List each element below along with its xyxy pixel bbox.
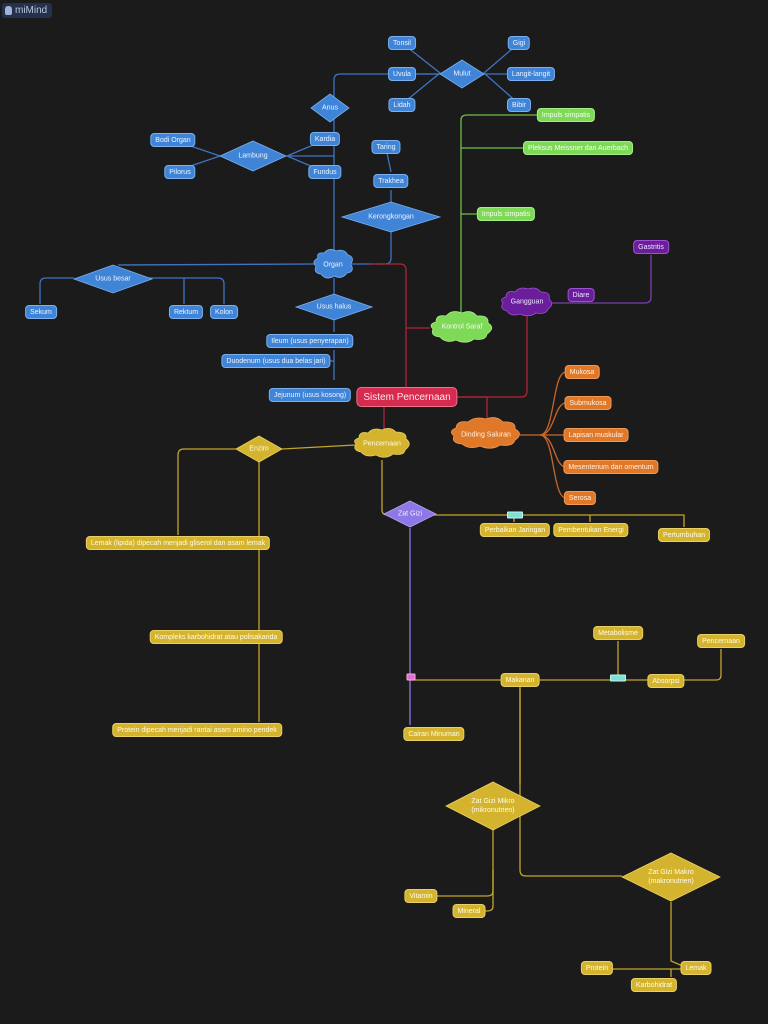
diamond-mikro[interactable] <box>445 781 541 831</box>
node-bodi-organ[interactable]: Bodi Organ <box>150 133 196 147</box>
node-uvula[interactable]: Uvula <box>388 67 416 81</box>
node-absorpsi[interactable]: Absorpsi <box>647 674 685 688</box>
node-diare[interactable]: Diare <box>567 288 595 302</box>
diamond-makro[interactable] <box>621 852 721 902</box>
node-bibir[interactable]: Bibir <box>506 98 532 112</box>
diamond-mulut[interactable] <box>439 59 485 89</box>
node-kolon[interactable]: Kolon <box>210 305 238 319</box>
node-langit-langit[interactable]: Langit-langit <box>506 67 556 81</box>
node-taring[interactable]: Taring <box>371 140 401 154</box>
node-ileum[interactable]: Ileum (usus penyerapan) <box>266 334 354 348</box>
node-mineral[interactable]: Mineral <box>452 904 486 918</box>
node-jejunum[interactable]: Jejunum (usus kosong) <box>268 388 352 402</box>
link-marker-zat-gizi[interactable] <box>507 511 523 519</box>
node-pilorus[interactable]: Pilorus <box>164 165 196 179</box>
node-kardia[interactable]: Kardia <box>309 132 341 146</box>
node-makanan[interactable]: Makanan <box>500 673 540 687</box>
node-submukosa[interactable]: Submukosa <box>564 396 612 410</box>
node-metabolisme[interactable]: Metabolisme <box>593 626 643 640</box>
node-cairan-minuman[interactable]: Cairan Minuman <box>403 727 465 741</box>
mimind-logo-icon <box>5 6 12 15</box>
node-mukosa[interactable]: Mukosa <box>564 365 600 379</box>
node-tonsil[interactable]: Tonsil <box>388 36 416 50</box>
diamond-kerongkongan[interactable] <box>340 201 442 233</box>
diamond-usus-halus[interactable] <box>294 293 374 321</box>
cloud-kontrol-saraf[interactable] <box>430 311 493 343</box>
node-trakhea[interactable]: Trakhea <box>373 174 409 188</box>
node-duodenum[interactable]: Duodenum (usus dua belas jari) <box>221 354 331 368</box>
node-mesenterium[interactable]: Mesenterium dan omentum <box>563 460 659 474</box>
node-pencernaan-2[interactable]: Pencernaan <box>697 634 745 648</box>
node-impuls-simpatis-1[interactable]: Impuls simpatis <box>536 108 596 122</box>
cloud-gangguan[interactable] <box>501 287 553 317</box>
cloud-pencernaan[interactable] <box>354 428 410 458</box>
node-lapisan-muskular[interactable]: Lapisan muskular <box>563 428 629 442</box>
node-protein[interactable]: Protein <box>580 961 614 975</box>
node-perbaikan-jaringan[interactable]: Perbaikan Jaringan <box>479 523 551 537</box>
diamond-enzim[interactable] <box>235 435 283 463</box>
node-karbohidrat[interactable]: Karbohidrat <box>630 978 678 992</box>
node-serosa[interactable]: Serosa <box>563 491 597 505</box>
diamond-anus[interactable] <box>310 93 350 123</box>
diamond-usus-besar[interactable] <box>72 264 154 294</box>
link-marker-makanan[interactable] <box>610 674 626 682</box>
link-marker-cairan[interactable] <box>406 673 416 681</box>
node-kompleks-karbohidrat[interactable]: Kompleks karbohidrat atau polisakarida <box>149 630 283 644</box>
app-name: miMind <box>15 5 48 16</box>
node-pembentukan-energi[interactable]: Pembentukan Energi <box>553 523 629 537</box>
node-gastritis[interactable]: Gastritis <box>633 240 669 254</box>
node-lemak[interactable]: Lemak <box>680 961 712 975</box>
cloud-organ[interactable] <box>313 249 353 279</box>
root-sistem-pencernaan[interactable]: Sistem Pencernaan <box>356 387 458 407</box>
node-gigi[interactable]: Gigi <box>507 36 531 50</box>
node-sekum[interactable]: Sekum <box>25 305 57 319</box>
node-fundus[interactable]: Fundus <box>308 165 342 179</box>
node-pertumbuhan[interactable]: Pertumbuhan <box>657 528 711 542</box>
diamond-zat-gizi[interactable] <box>383 500 437 528</box>
node-pleksus[interactable]: Pleksus Meissner dan Auerbach <box>523 141 633 155</box>
node-lidah[interactable]: Lidah <box>388 98 416 112</box>
node-impuls-simpatis-2[interactable]: Impuls simpatis <box>476 207 536 221</box>
node-protein-dipecah[interactable]: Protein dipecah menjadi rantai asam amin… <box>112 723 282 737</box>
node-rektum[interactable]: Rektum <box>168 305 204 319</box>
node-vitamin[interactable]: Vitamin <box>404 889 438 903</box>
app-badge[interactable]: miMind <box>2 3 53 18</box>
cloud-dinding-saluran[interactable] <box>451 417 520 449</box>
node-lemak-dipecah[interactable]: Lemak (lipida) dipecah menjadi gliserol … <box>85 536 271 550</box>
diamond-lambung[interactable] <box>219 140 287 172</box>
